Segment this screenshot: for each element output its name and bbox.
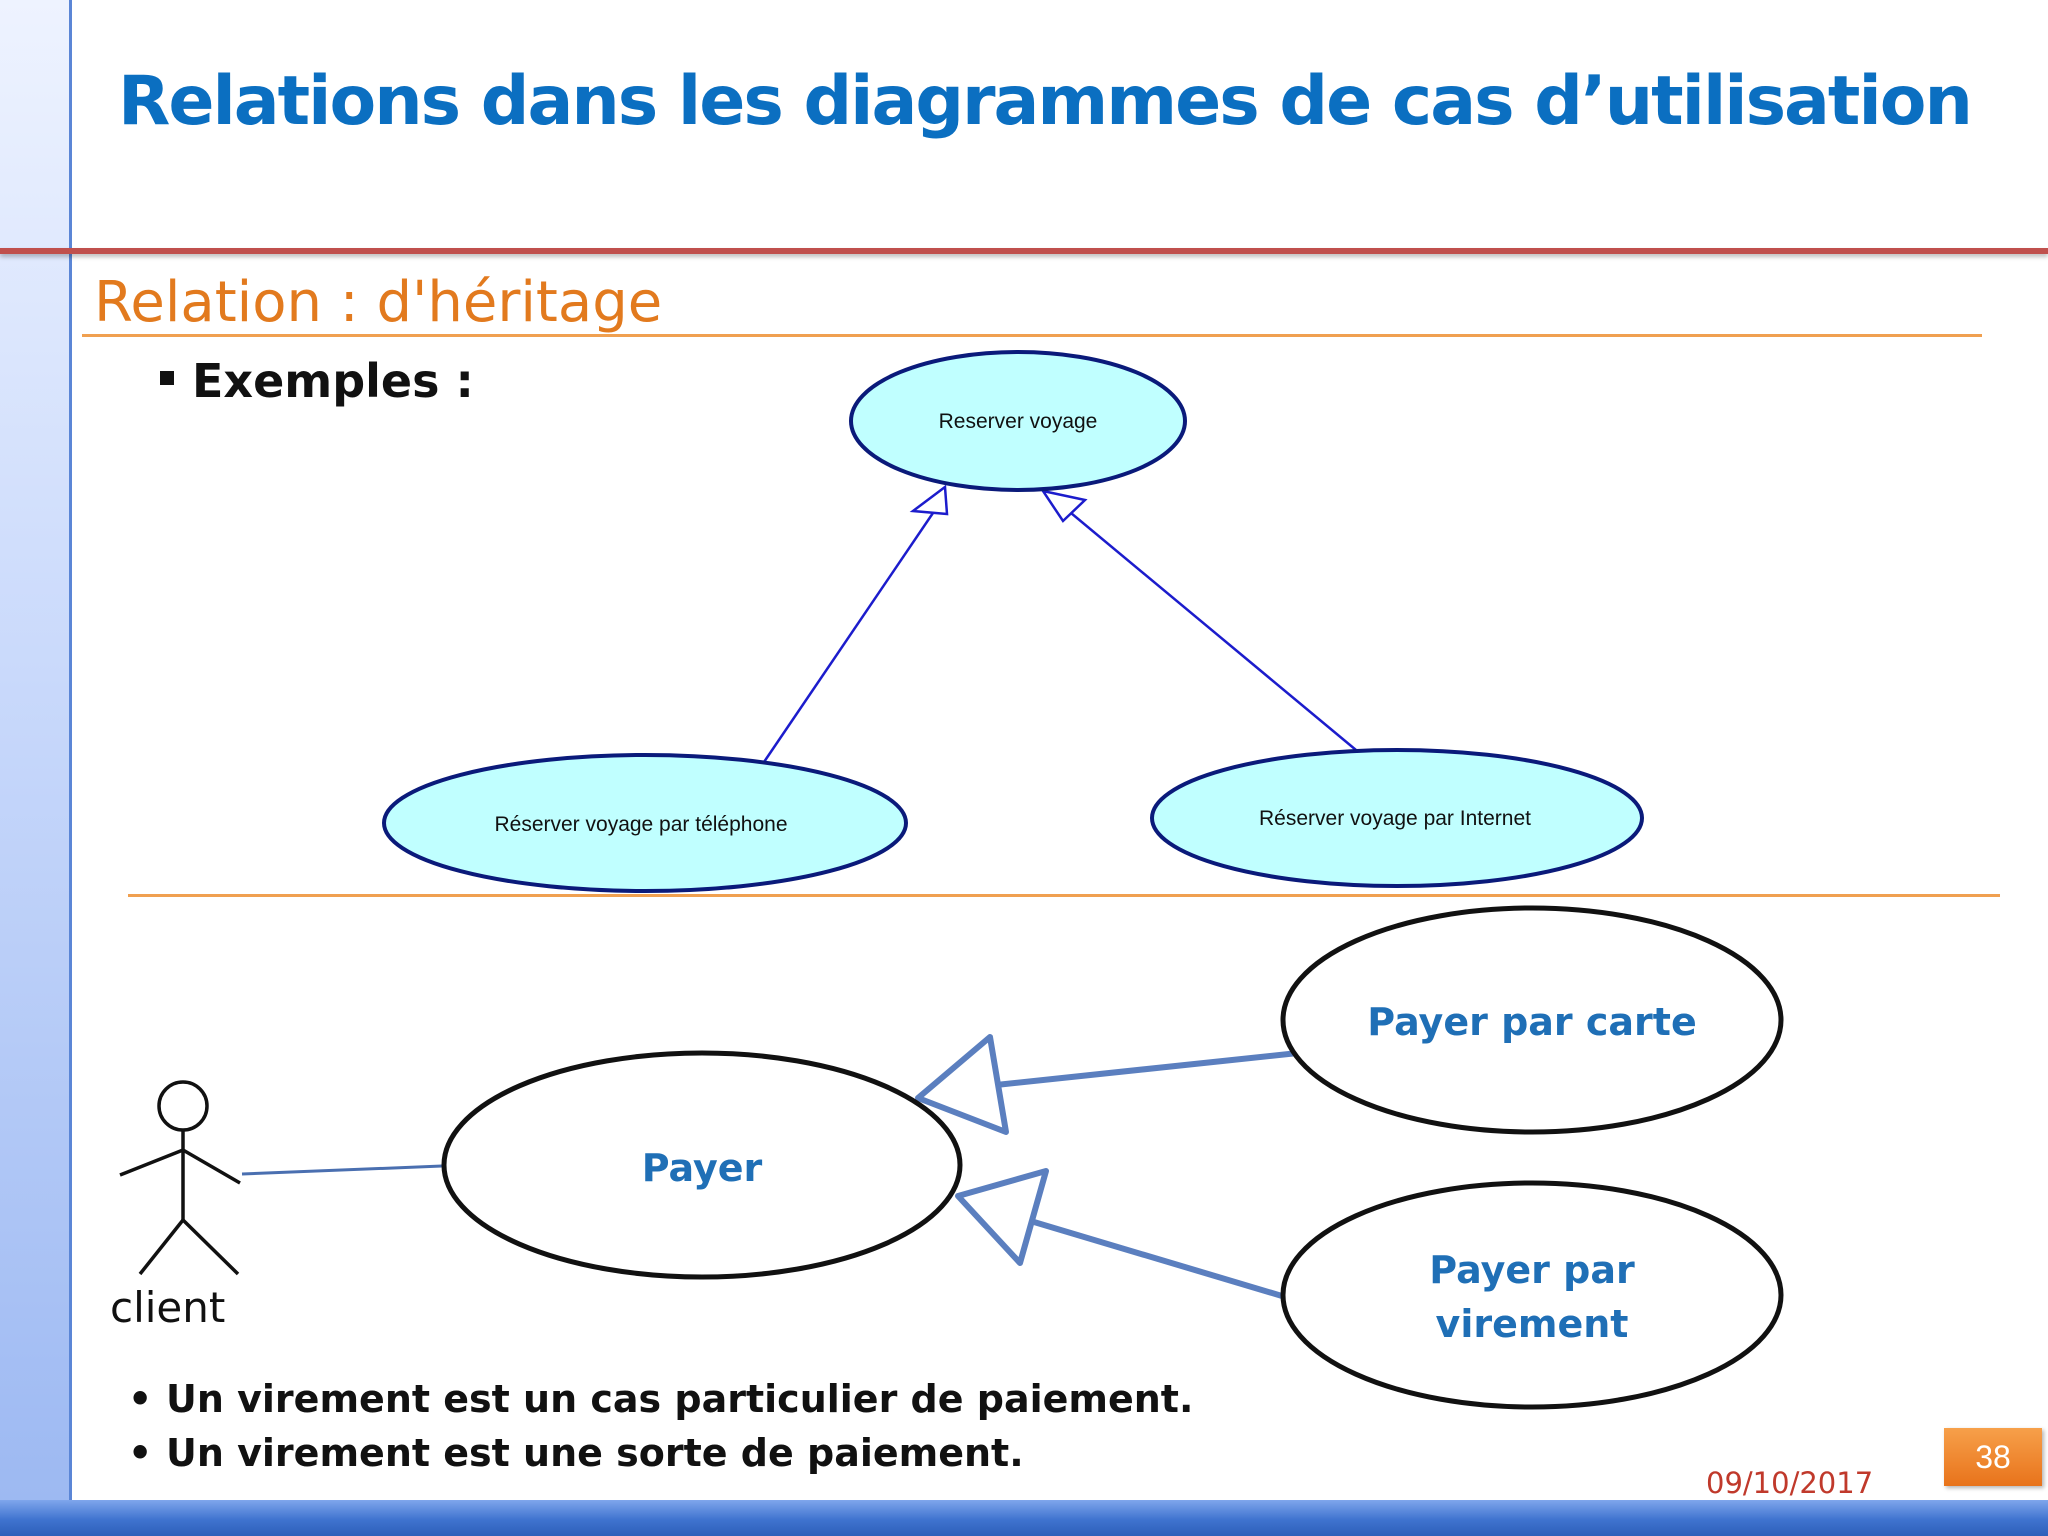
usecase-payer-label: Payer bbox=[642, 1146, 763, 1190]
generalization-line-virement bbox=[1033, 1219, 1283, 1299]
title-divider bbox=[0, 248, 2048, 254]
generalization-arrowhead-telephone bbox=[909, 484, 949, 516]
bullet-text: Un virement est une sorte de paiement. bbox=[166, 1431, 1024, 1475]
slide-title: Relations dans les diagrammes de cas d’u… bbox=[118, 62, 1973, 141]
usecase-payer-carte: Payer par carte bbox=[1280, 905, 1784, 1135]
actor-left-leg bbox=[138, 1218, 185, 1276]
bullet-text: Un virement est un cas particulier de pa… bbox=[166, 1377, 1194, 1421]
usecase-reserver-internet-label: Réserver voyage par Internet bbox=[1259, 807, 1531, 830]
square-bullet-icon bbox=[160, 371, 174, 385]
usecase-payer-virement: Payer par virement bbox=[1280, 1180, 1784, 1410]
bullet-item: • Un virement est une sorte de paiement. bbox=[128, 1426, 1193, 1480]
usecase-payer-carte-label: Payer par carte bbox=[1367, 1000, 1696, 1044]
actor-right-leg bbox=[181, 1218, 240, 1276]
slide-date: 09/10/2017 bbox=[1706, 1466, 1874, 1500]
examples-heading: Exemples : bbox=[160, 354, 474, 408]
usecase-reserver-telephone: Réserver voyage par téléphone bbox=[382, 753, 908, 893]
bottom-decoration-bar bbox=[0, 1500, 2048, 1536]
slide-subtitle: Relation : d'héritage bbox=[94, 270, 663, 335]
actor-left-arm bbox=[119, 1148, 184, 1177]
generalization-arrowhead-carte bbox=[915, 1034, 1009, 1135]
generalization-line-carte bbox=[995, 1050, 1299, 1088]
top-generalization-diagram: Reserver voyage Réserver voyage par télé… bbox=[382, 350, 1644, 893]
bullet-list: • Un virement est un cas particulier de p… bbox=[128, 1372, 1193, 1480]
usecase-payer-virement-label-line2: virement bbox=[1436, 1302, 1629, 1346]
usecase-reserver-internet: Réserver voyage par Internet bbox=[1150, 748, 1644, 888]
examples-label: Exemples : bbox=[192, 354, 474, 408]
bottom-generalization-diagram: client Payer Payer par carte Payer par v… bbox=[110, 905, 1784, 1410]
generalization-arrowhead-internet bbox=[1040, 489, 1088, 523]
actor-client bbox=[119, 1080, 241, 1276]
generalization-line-internet bbox=[1064, 507, 1357, 751]
page-number-badge: 38 bbox=[1944, 1428, 2042, 1486]
generalization-line-telephone bbox=[762, 509, 937, 763]
bullet-item: • Un virement est un cas particulier de p… bbox=[128, 1372, 1193, 1426]
subtitle-divider bbox=[82, 334, 1982, 337]
bullet-dot-icon: • bbox=[128, 1431, 153, 1475]
actor-head bbox=[157, 1080, 209, 1132]
actor-right-arm bbox=[182, 1148, 241, 1185]
association-line bbox=[241, 1164, 443, 1176]
usecase-reserver-voyage: Reserver voyage bbox=[849, 350, 1187, 492]
usecase-reserver-telephone-label: Réserver voyage par téléphone bbox=[494, 813, 787, 836]
section-divider bbox=[128, 894, 2000, 897]
usecase-payer: Payer bbox=[441, 1050, 963, 1280]
bullet-dot-icon: • bbox=[128, 1377, 153, 1421]
usecase-reserver-voyage-label: Reserver voyage bbox=[939, 410, 1098, 433]
usecase-payer-virement-label-line1: Payer par bbox=[1429, 1248, 1635, 1292]
actor-client-label: client bbox=[110, 1283, 225, 1332]
generalization-arrowhead-virement bbox=[955, 1168, 1049, 1266]
